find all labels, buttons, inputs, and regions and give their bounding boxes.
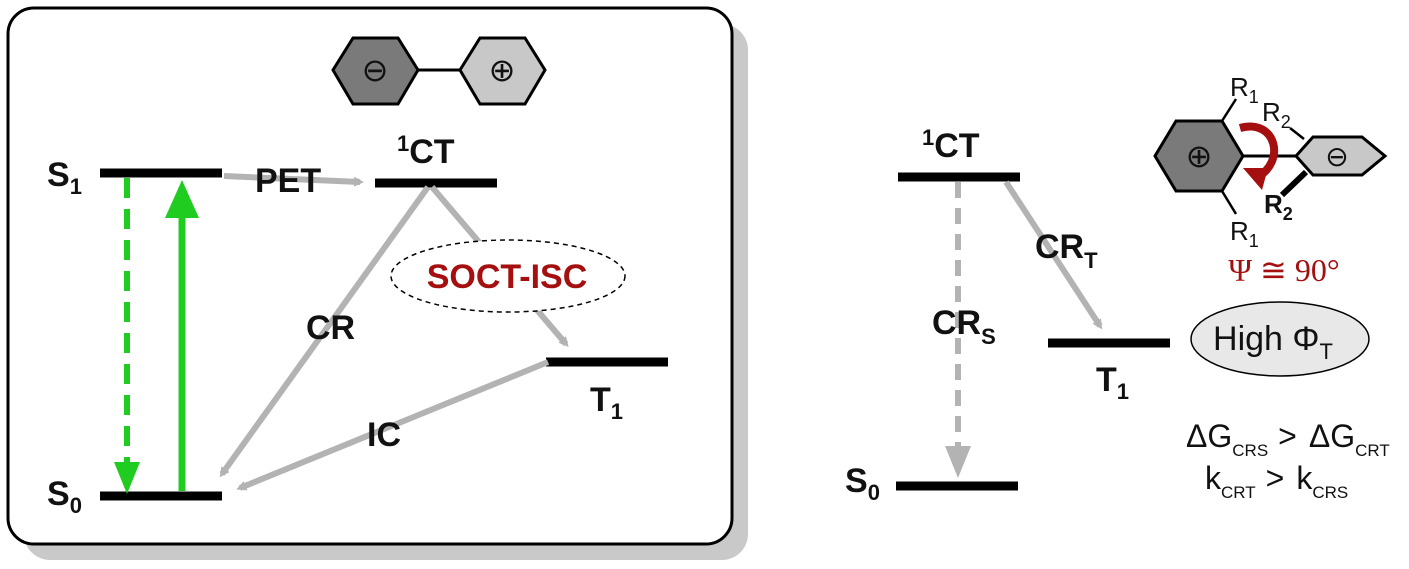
energy-inequality: ΔGCRS>ΔGCRT [1186,418,1390,460]
r1-top-bond [1220,98,1238,122]
fluorescence-arrowhead [114,462,140,494]
high-phi-label: High ΦT [1213,320,1333,364]
s0-label-right: S0 [845,462,880,505]
cr-s-arrowhead [945,446,971,478]
ct-label-right: 1CT [922,125,980,165]
soct-isc-label: SOCT-ISC [427,258,588,296]
r1-bottom-bond [1220,190,1238,215]
dihedral-angle-label: Ψ ≅ 90° [1228,252,1339,288]
panel-frame [6,6,734,546]
cr-arrow [219,185,431,478]
high-phi-ellipse [1190,301,1370,377]
minus-symbol: ⊖ [362,51,389,89]
s0-label: S0 [47,475,82,518]
s1-label: S1 [47,156,82,199]
r1-bottom-label: R1 [1230,216,1259,251]
twisted-molecule: ⊕ ⊖ R1 R2 R2 R1 [1153,72,1388,251]
r2-top-bond [1289,127,1305,140]
cr-t-label: CRT [1035,228,1098,273]
r1-top-label: R1 [1230,72,1259,107]
donor-acceptor-molecule: ⊖ ⊕ [331,36,547,106]
plus-symbol-right: ⊕ [1186,137,1213,175]
ic-arrow [236,359,550,491]
t1-label: T1 [590,381,623,424]
ring-light [458,36,547,106]
soct-isc-ellipse [390,239,626,313]
cr-s-label: CRS [932,304,996,349]
ic-label: IC [367,416,401,454]
r2-bottom-label: R2 [1264,189,1293,224]
rotation-arrowhead [1243,168,1268,190]
minus-symbol-right: ⊖ [1325,140,1348,173]
excitation-arrowhead [165,180,199,218]
left-panel: ⊖ ⊕ SOCT-ISC S1 S0 1CT T1 [6,6,748,560]
rate-inequality: kCRT>kCRS [1205,460,1348,502]
ring-light-right [1293,135,1388,177]
t1-label-right: T1 [1096,361,1129,404]
r2-top-label: R2 [1262,97,1291,132]
right-panel: 1CT CRT CRS T1 S0 ⊕ ⊖ R1 [845,72,1390,505]
pet-arrow [223,173,364,187]
pet-label: PET [255,162,321,200]
cr-t-arrow [1003,180,1103,330]
cr-label: CR [306,309,355,347]
r2-bottom-bond [1279,169,1309,198]
plus-symbol: ⊕ [489,51,516,89]
ct-label: 1CT [397,131,455,171]
